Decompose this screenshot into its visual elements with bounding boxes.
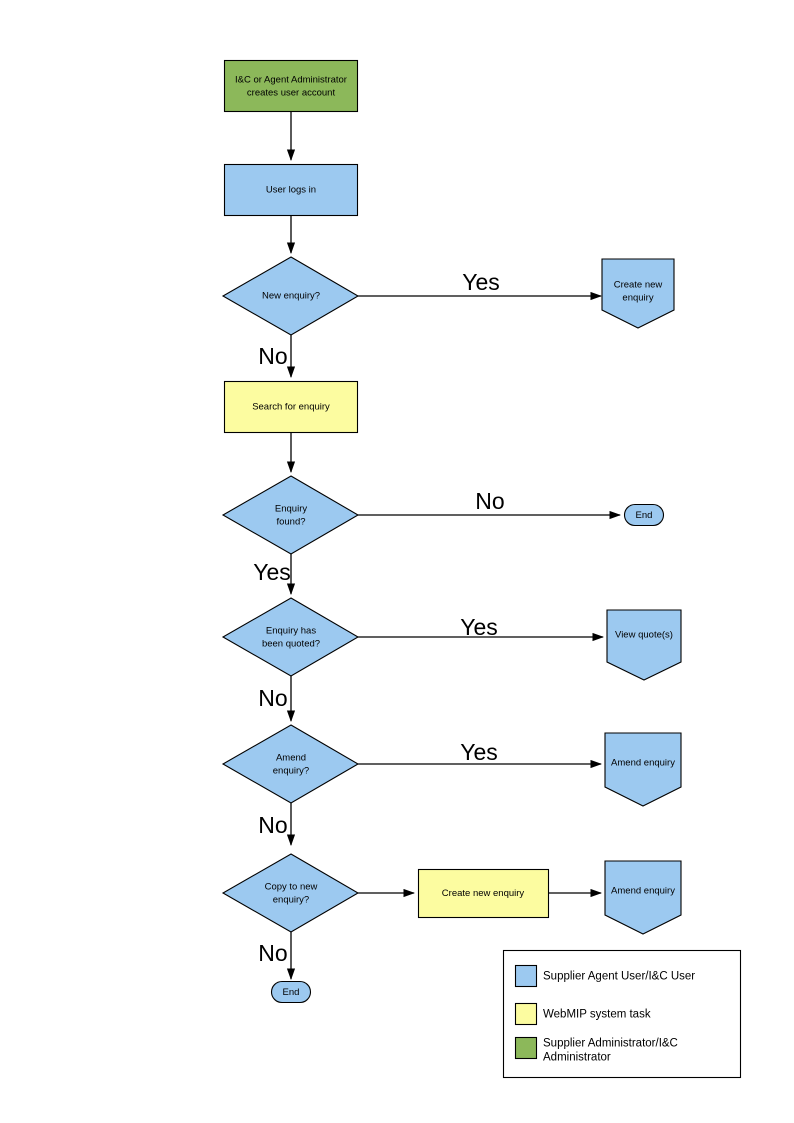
legend-label-admin-line2: Administrator <box>543 1052 611 1064</box>
create-new-enquiry-doc-label-line1: Create new <box>614 280 663 291</box>
new-enquiry-decision-shape <box>221 256 360 336</box>
legend-swatch-admin <box>514 1036 538 1060</box>
amend-enquiry-doc-2-label: Amend enquiry <box>611 886 675 897</box>
node-enquiry-found-decision[interactable]: Enquiry found? <box>221 475 360 555</box>
node-amend-enquiry-doc-1[interactable]: Amend enquiry <box>604 732 682 807</box>
search-for-enquiry-label: Search for enquiry <box>252 402 330 413</box>
node-copy-to-new-enquiry-decision[interactable]: Copy to new enquiry? <box>221 853 360 933</box>
node-end-not-found[interactable]: End <box>623 503 665 527</box>
legend-label-admin-line1: Supplier Administrator/I&C <box>543 1038 678 1050</box>
enquiry-quoted-decision-label-line1: Enquiry has <box>266 626 316 637</box>
amend-enquiry-decision-label-line1: Amend <box>276 753 306 764</box>
create-new-enquiry-task-shape <box>417 868 550 919</box>
end-not-found-shape <box>623 503 665 527</box>
amend-enquiry-decision-shape <box>221 724 360 804</box>
end-not-found-label: End <box>636 510 653 521</box>
enquiry-found-decision-shape <box>221 475 360 555</box>
node-amend-enquiry-doc-2[interactable]: Amend enquiry <box>604 860 682 935</box>
view-quotes-doc-label: View quote(s) <box>615 630 673 641</box>
copy-to-new-enquiry-decision-shape <box>221 853 360 933</box>
amend-enquiry-doc-2-shape <box>604 860 682 935</box>
user-logs-in-shape <box>223 163 359 217</box>
admin-creates-account-shape <box>223 59 359 113</box>
edge-label-copy-to-new-no: No <box>258 940 287 966</box>
node-enquiry-quoted-decision[interactable]: Enquiry has been quoted? <box>221 597 360 677</box>
copy-to-new-enquiry-decision-label-line2: enquiry? <box>273 895 309 906</box>
edge-label-new-enquiry-yes: Yes <box>462 269 500 295</box>
legend-item-admin: Supplier Administrator/I&C Administrator <box>514 1036 678 1064</box>
legend-swatch-user <box>514 964 538 988</box>
admin-creates-account-label-line2: creates user account <box>247 88 336 99</box>
admin-creates-account-label-line1: I&C or Agent Administrator <box>235 75 347 86</box>
nodes-layer: I&C or Agent Administrator creates user … <box>221 59 682 1004</box>
node-create-new-enquiry-task[interactable]: Create new enquiry <box>417 868 550 919</box>
legend-label-system: WebMIP system task <box>543 1009 651 1021</box>
edge-labels-layer: Yes No No Yes Yes No Yes No No <box>253 269 504 966</box>
edge-label-enquiry-found-yes: Yes <box>253 559 291 585</box>
amend-enquiry-decision-label-line2: enquiry? <box>273 766 309 777</box>
legend: Supplier Agent User/I&C User WebMIP syst… <box>502 949 742 1079</box>
view-quotes-doc-shape <box>606 609 682 681</box>
copy-to-new-enquiry-decision-label-line1: Copy to new <box>265 882 318 893</box>
node-view-quotes-doc[interactable]: View quote(s) <box>606 609 682 681</box>
edges-layer <box>286 112 622 981</box>
new-enquiry-decision-label: New enquiry? <box>262 291 320 302</box>
end-final-label: End <box>283 987 300 998</box>
edge-label-amend-enquiry-no: No <box>258 812 287 838</box>
create-new-enquiry-doc-label-line2: enquiry <box>622 293 653 304</box>
user-logs-in-label: User logs in <box>266 185 316 196</box>
enquiry-found-decision-label-line2: found? <box>276 517 305 528</box>
end-final-shape <box>270 980 312 1004</box>
enquiry-quoted-decision-label-line2: been quoted? <box>262 639 320 650</box>
legend-item-user: Supplier Agent User/I&C User <box>514 964 695 988</box>
create-new-enquiry-doc-shape <box>601 258 675 329</box>
enquiry-found-decision-label-line1: Enquiry <box>275 504 307 515</box>
edge-label-amend-enquiry-yes: Yes <box>460 739 498 765</box>
node-end-final[interactable]: End <box>270 980 312 1004</box>
edge-label-enquiry-quoted-no: No <box>258 685 287 711</box>
edge-label-new-enquiry-no: No <box>258 343 287 369</box>
node-user-logs-in[interactable]: User logs in <box>223 163 359 217</box>
legend-item-system: WebMIP system task <box>514 1002 651 1026</box>
enquiry-quoted-decision-shape <box>221 597 360 677</box>
search-for-enquiry-shape <box>223 380 359 434</box>
node-create-new-enquiry-doc[interactable]: Create new enquiry <box>601 258 675 329</box>
node-new-enquiry-decision[interactable]: New enquiry? <box>221 256 360 336</box>
edge-label-enquiry-found-no: No <box>475 488 504 514</box>
legend-swatch-system <box>514 1002 538 1026</box>
legend-border <box>502 949 742 1079</box>
edge-label-enquiry-quoted-yes: Yes <box>460 614 498 640</box>
amend-enquiry-doc-1-shape <box>604 732 682 807</box>
create-new-enquiry-task-label: Create new enquiry <box>442 888 525 899</box>
node-admin-creates-account[interactable]: I&C or Agent Administrator creates user … <box>223 59 359 113</box>
node-amend-enquiry-decision[interactable]: Amend enquiry? <box>221 724 360 804</box>
node-search-for-enquiry[interactable]: Search for enquiry <box>223 380 359 434</box>
legend-label-user: Supplier Agent User/I&C User <box>543 971 695 983</box>
amend-enquiry-doc-1-label: Amend enquiry <box>611 758 675 769</box>
